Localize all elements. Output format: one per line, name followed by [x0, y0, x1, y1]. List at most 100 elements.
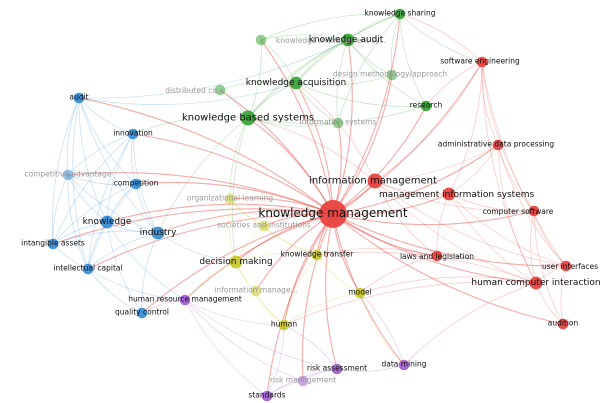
edge-km-inn [132, 133, 334, 215]
label-audition: audition [548, 319, 579, 328]
label-information-management: information management [309, 176, 437, 187]
node-knowledge-transfer[interactable] [311, 249, 323, 261]
node-user-interfaces[interactable] [560, 260, 572, 272]
edge-inn-ic [87, 133, 134, 270]
node-knowledge-audit[interactable] [341, 33, 355, 47]
node-software-engineering[interactable] [476, 56, 488, 68]
edge-ol-kt [229, 198, 318, 256]
label-knowledge-transfer: knowledge transfer [281, 250, 355, 259]
node-research[interactable] [420, 100, 432, 112]
node-human-computer-interaction[interactable] [529, 276, 543, 290]
edge-km-ka [332, 39, 353, 215]
edge-audit-ic [72, 97, 89, 270]
edge-km-ca [67, 172, 334, 215]
edge-se-hci [481, 61, 537, 284]
edge-ll-kt [316, 247, 438, 257]
node-audition[interactable] [557, 318, 569, 330]
edge-km-qc [141, 213, 334, 314]
edge-std-human [266, 324, 285, 397]
label-knowledge-sharing: knowledge sharing [365, 9, 436, 18]
edge-ic-qc [87, 268, 143, 314]
label-knowledge-audit: knowledge audit [309, 35, 384, 45]
node-human-resource-management[interactable] [179, 294, 191, 306]
node-human[interactable] [278, 319, 290, 331]
edge-audit-kacq [78, 82, 297, 105]
label-organizational-learning: organizational learning [187, 194, 274, 203]
edge-hci-human [283, 281, 537, 326]
label-model: model [348, 288, 371, 297]
edge-im-adp [374, 144, 499, 182]
edge-ind-dm [157, 232, 237, 263]
edge-audit-ia [52, 97, 80, 245]
edge-km-audit [78, 97, 334, 215]
edge-ks-kms [260, 13, 401, 41]
edge-ks-infs [337, 13, 401, 124]
node-knowledge-based-systems[interactable] [240, 110, 256, 126]
edge-know-hrm [106, 221, 186, 301]
edge-se-adp [481, 61, 499, 146]
node-management-information-systems[interactable] [442, 187, 456, 201]
edge-model-dmin [359, 292, 405, 366]
edge-ca-ic [67, 174, 89, 270]
node-risk-assessment[interactable] [331, 363, 343, 375]
label-administrative-data-processing: administrative data processing [438, 140, 555, 149]
label-laws-and-legislation: laws and legislation [400, 252, 474, 261]
label-human-resource-management: human resource management [128, 295, 242, 304]
node-information-systems[interactable] [332, 117, 344, 129]
node-risk-management[interactable] [297, 375, 309, 387]
edge-know-qc [106, 221, 143, 314]
edge-ca-comp [67, 174, 137, 186]
node-computer-software[interactable] [528, 205, 540, 217]
edge-km-ui [332, 213, 567, 267]
label-computer-software: computer software [483, 207, 554, 216]
node-industry[interactable] [151, 226, 165, 240]
node-data-mining[interactable] [398, 359, 410, 371]
node-audit[interactable] [73, 92, 85, 104]
node-intellectual-capital[interactable] [82, 263, 94, 275]
edge-audit-ind [78, 97, 159, 234]
node-organizational-learning[interactable] [224, 193, 236, 205]
label-information-manage: information manage... [214, 286, 297, 295]
node-intangible-assets[interactable] [47, 238, 59, 250]
node-knowledge-management-sy[interactable] [255, 34, 267, 46]
edge-km-dist [219, 89, 334, 215]
node-decision-making[interactable] [229, 255, 243, 269]
node-quality-control[interactable] [136, 307, 148, 319]
node-knowledge-sharing[interactable] [394, 8, 406, 20]
node-information-manage[interactable] [250, 285, 262, 297]
edge-inn-ia [52, 133, 134, 245]
edge-kbs-inn [132, 116, 249, 135]
edge-ind-ic [87, 232, 159, 270]
edge-cs-ui [533, 210, 567, 267]
edge-cs-hci [530, 210, 537, 284]
node-design-methodology-approach[interactable] [386, 69, 398, 81]
edge-kbs-kms [247, 39, 262, 119]
node-knowledge[interactable] [100, 215, 114, 229]
edge-mis-se [448, 61, 483, 195]
node-innovation[interactable] [127, 128, 139, 140]
edge-adp-hci [497, 144, 537, 284]
edge-km-dma [332, 74, 393, 215]
node-societies-and-institutions[interactable] [258, 220, 270, 232]
node-standards[interactable] [261, 390, 273, 402]
node-laws-and-legislation[interactable] [431, 250, 443, 262]
node-competition[interactable] [130, 178, 142, 190]
label-data-mining: data mining [381, 360, 426, 369]
node-competitive-advantage[interactable] [62, 169, 74, 181]
edge-kt-dm [235, 252, 318, 263]
node-administrative-data-processing[interactable] [492, 139, 504, 151]
label-audit: audit [69, 93, 88, 102]
edge-audit-inn [78, 97, 134, 135]
edge-adp-cs [497, 144, 535, 212]
edge-mis-hci [448, 193, 537, 284]
node-knowledge-acquisition[interactable] [289, 76, 303, 90]
edge-km-ks [332, 13, 401, 215]
label-knowledge: knowledge [83, 217, 132, 227]
node-model[interactable] [354, 287, 366, 299]
node-distributed-co[interactable] [214, 84, 226, 96]
edge-audit-know [78, 97, 108, 223]
edge-ind-qc [141, 232, 159, 314]
node-information-management[interactable] [367, 173, 383, 189]
node-knowledge-management[interactable] [319, 200, 347, 228]
